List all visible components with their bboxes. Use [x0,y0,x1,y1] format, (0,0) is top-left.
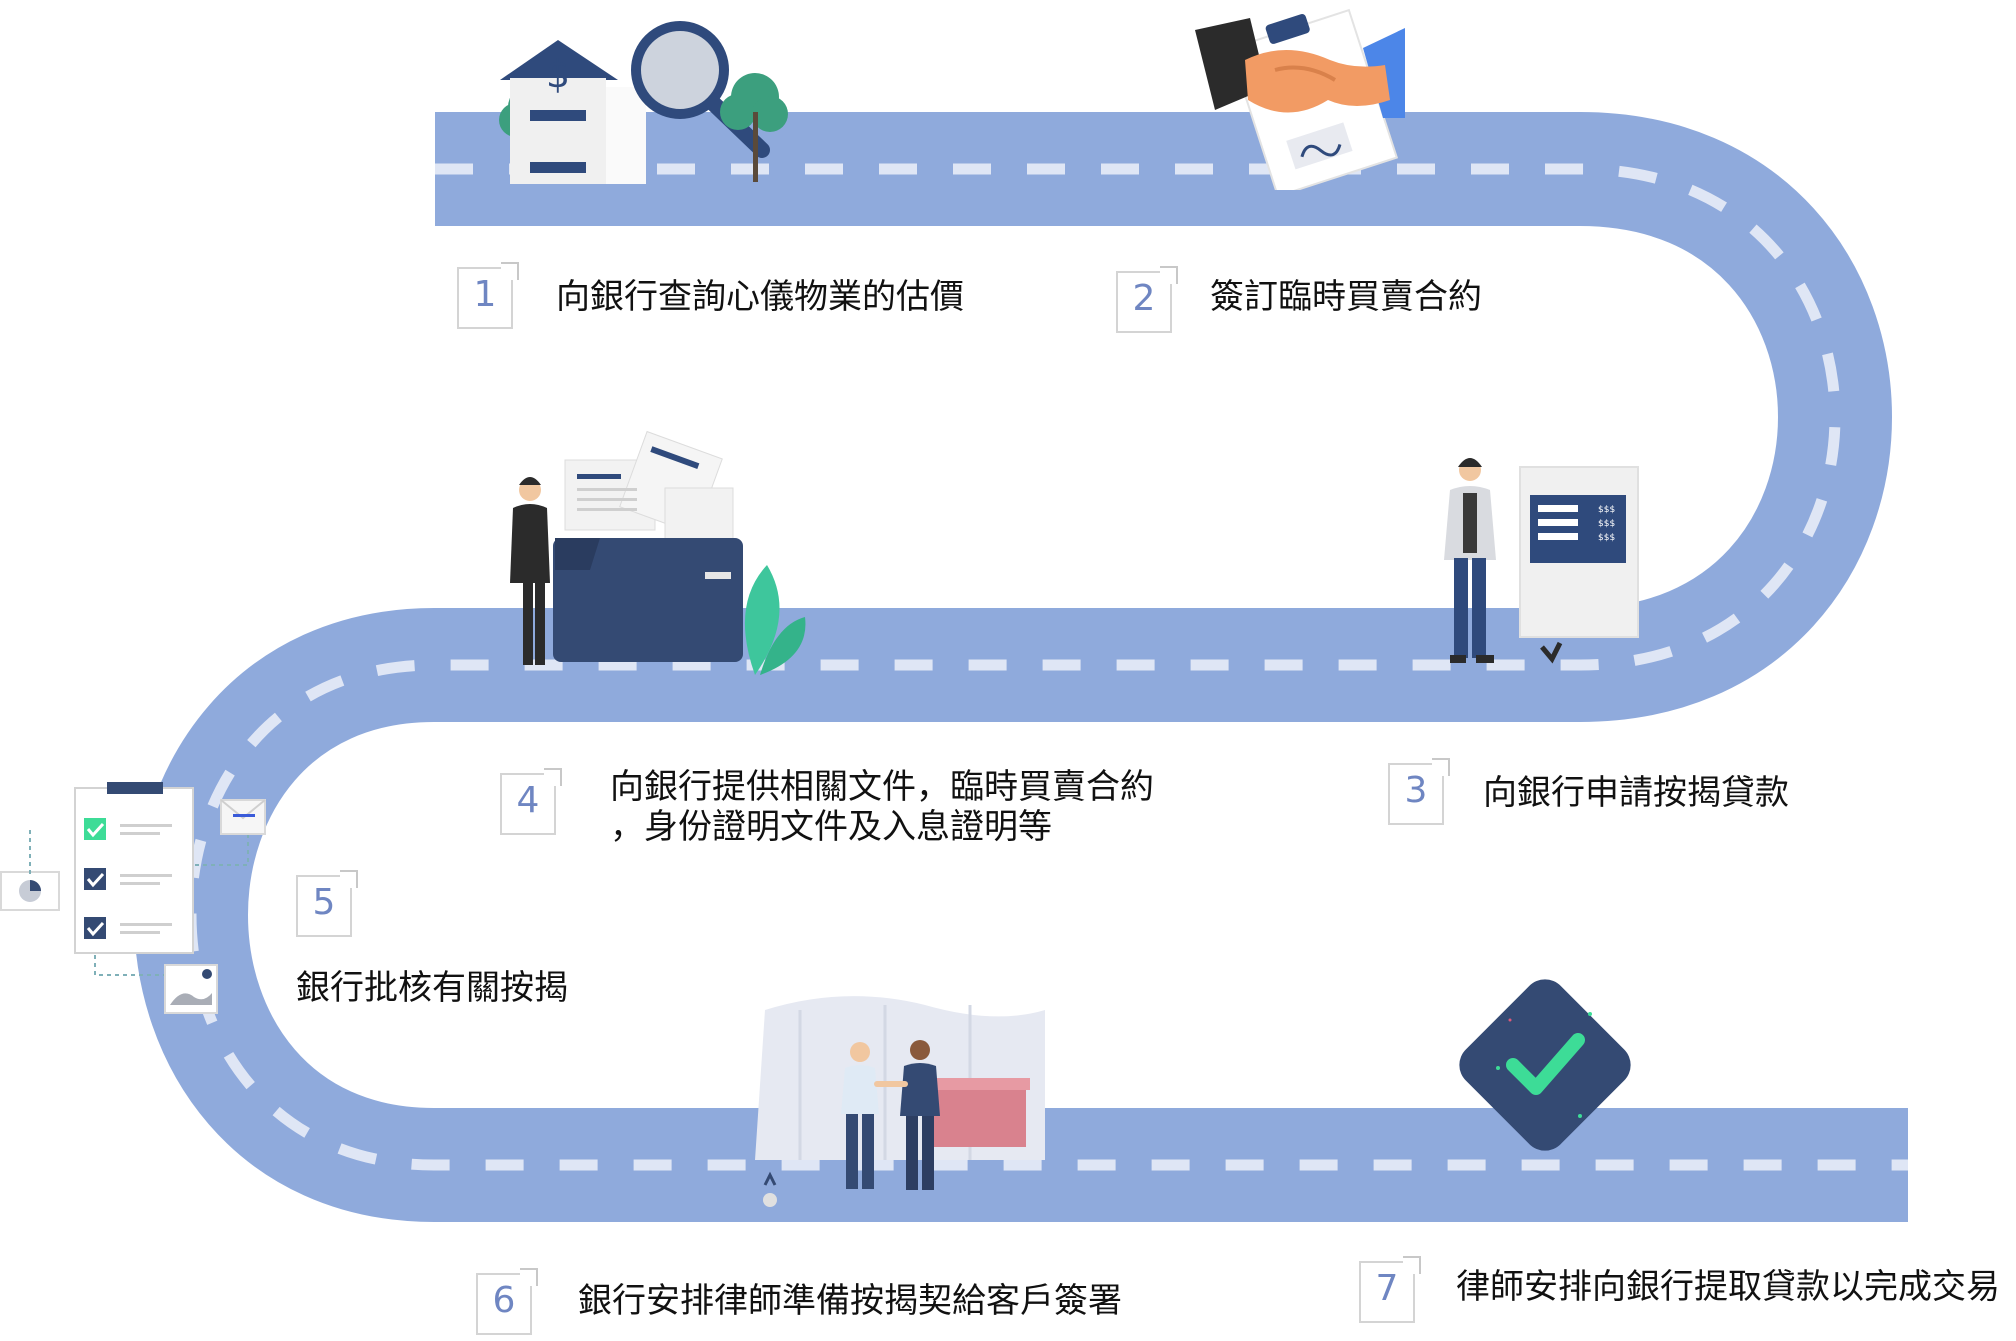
kiosk-price-row-1: $$$ [1598,505,1615,515]
step-number-badge: 6 [476,1268,538,1336]
lawyer-handshake-illustration [755,996,1045,1207]
step-number-badge: 3 [1388,758,1450,826]
step-label: 銀行安排律師準備按揭契給客戶簽署 [578,1281,1122,1321]
handshake-contract-illustration [1195,8,1405,190]
step-number: 3 [1404,770,1428,811]
step-number: 5 [312,882,336,923]
bank-kiosk-illustration: $$$ $$$ $$$ [1444,458,1639,664]
step-number: 6 [492,1280,516,1321]
step-number: 2 [1132,278,1156,319]
step-number-badge: 7 [1359,1256,1421,1324]
approval-checklist-illustration [0,782,266,1014]
road-center-dashes [185,163,1908,1171]
step-label: 銀行批核有關按揭 [296,968,568,1008]
step-number: 7 [1375,1268,1399,1309]
step-label-line-2: ，身份證明文件及入息證明等 [610,807,1052,847]
step-label: 簽訂臨時買賣合約 [1210,277,1482,317]
step-number-badge: 5 [296,870,358,938]
documents-printer-illustration [510,430,806,675]
check-icon [1506,1033,1585,1095]
step-label-line-1: 向銀行提供相關文件，臨時買賣合約 [610,767,1154,807]
step-number-badge: 4 [500,768,562,836]
kiosk-price-row-3: $$$ [1598,533,1615,543]
step-number: 1 [473,274,497,315]
step-label: 律師安排向銀行提取貸款以完成交易 [1456,1267,2000,1307]
kiosk-price-row-2: $$$ [1598,519,1615,529]
step-label: 向銀行申請按揭貸款 [1483,773,1789,813]
completion-check-illustration [1459,979,1631,1151]
step-number: 4 [516,780,540,821]
step-number-badge: 1 [457,262,519,330]
house-valuation-illustration: $ [499,21,788,184]
step-number-badge: 2 [1116,266,1178,334]
dollar-sign-icon: $ [546,52,570,96]
step-label: 向銀行查詢心儀物業的估價 [556,277,964,317]
